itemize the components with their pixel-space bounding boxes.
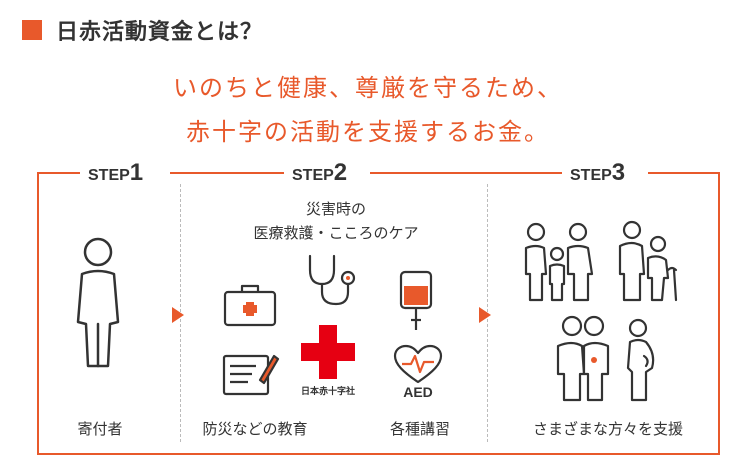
page-title: 日赤活動資金とは？ <box>56 20 264 45</box>
couple-icon <box>556 315 610 402</box>
step-2-caption-education: 防災などの教育 <box>202 420 308 438</box>
frame-top-segment <box>648 172 720 174</box>
step-3-number: 3 <box>611 159 626 186</box>
lead-line-1: いのちと健康、尊厳を守るため、 <box>173 74 563 102</box>
family-icon <box>524 222 594 302</box>
step-2-subtitle-line-1: 災害時の <box>305 200 366 218</box>
elderly-care-icon <box>618 220 678 302</box>
pregnant-woman-icon <box>626 318 655 402</box>
step-3-label: STEP3 <box>562 159 634 189</box>
page-heading: 日赤活動資金とは？ <box>22 14 263 46</box>
heading-square-icon <box>22 20 42 40</box>
frame-top-segment <box>170 172 286 174</box>
first-aid-kit-icon <box>223 284 277 327</box>
notebook-pen-icon <box>222 354 280 396</box>
step-3-word: STEP <box>570 167 612 184</box>
step-2-label: STEP2 <box>284 159 356 189</box>
aed-label: AED <box>403 384 433 400</box>
arrow-right-icon <box>479 307 491 323</box>
donor-person-icon <box>76 237 120 368</box>
aed-heart-icon <box>393 344 443 384</box>
frame-top-segment <box>37 172 87 174</box>
step-1-number: 1 <box>129 159 144 186</box>
steps-frame <box>37 172 720 455</box>
blood-bag-icon <box>399 270 433 330</box>
stethoscope-icon <box>308 254 356 306</box>
red-cross-icon <box>301 325 355 379</box>
red-cross-org-label: 日本赤十字社 <box>300 387 355 397</box>
step-2-subtitle-line-2: 医療救護・こころのケア <box>253 224 419 242</box>
step-1-caption: 寄付者 <box>77 420 123 438</box>
lead-line-2: 赤十字の活動を支援するお金。 <box>186 118 550 146</box>
step-3-caption: さまざまな方々を支援 <box>532 420 683 438</box>
step-2-number: 2 <box>333 159 348 186</box>
frame-top-segment <box>370 172 562 174</box>
arrow-right-icon <box>172 307 184 323</box>
step-1-label: STEP1 <box>80 159 152 189</box>
step-2-word: STEP <box>292 167 334 184</box>
step-1-word: STEP <box>88 167 130 184</box>
step-2-caption-training: 各種講習 <box>389 420 450 438</box>
